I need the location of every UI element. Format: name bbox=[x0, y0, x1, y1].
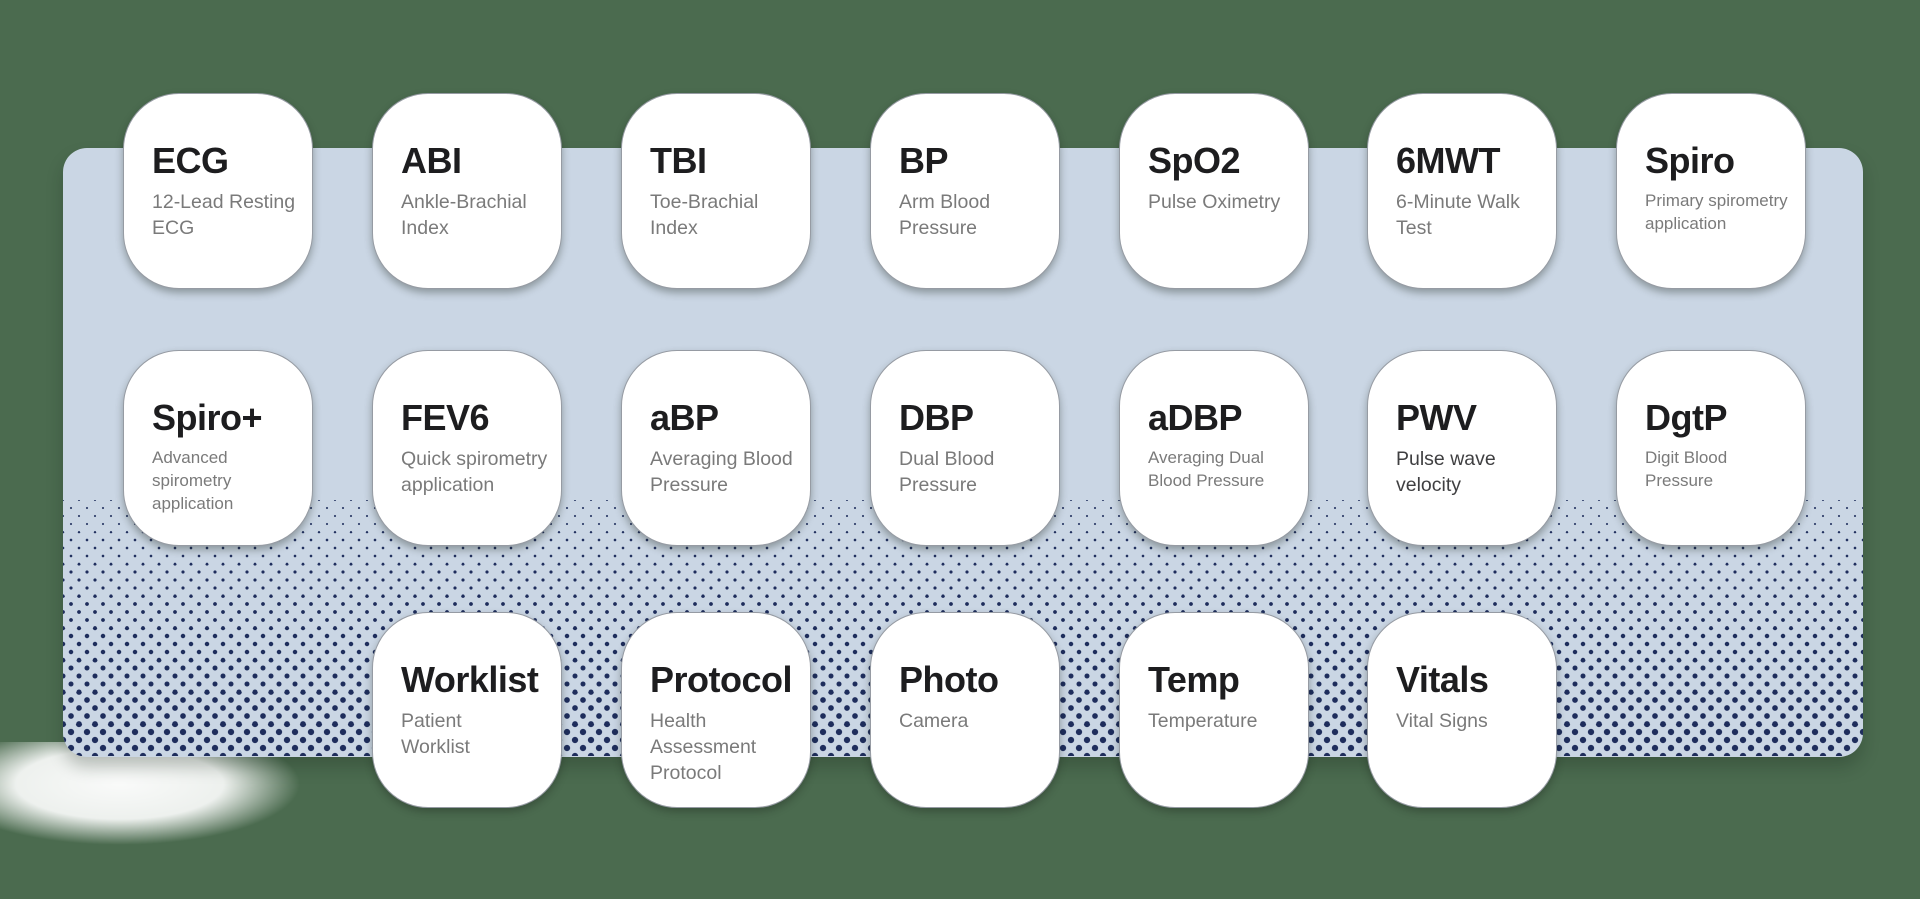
app-tile-subtitle: Camera bbox=[899, 710, 969, 732]
app-tile-subtitle: Health Assessment Protocol bbox=[650, 710, 757, 784]
app-tile-bp[interactable]: BP Arm Blood Pressure bbox=[870, 93, 1060, 289]
app-tile-subtitle: Pulse Oximetry bbox=[1148, 191, 1281, 213]
app-tile-adbp[interactable]: aDBP Averaging Dual Blood Pressure bbox=[1119, 350, 1309, 546]
app-tile-subtitle: Averaging Blood Pressure bbox=[650, 448, 793, 496]
app-tile-worklist[interactable]: Worklist Patient Worklist bbox=[372, 612, 562, 808]
app-tile-title: Spiro+ bbox=[152, 397, 263, 438]
app-tile-title: BP bbox=[899, 140, 949, 181]
app-tile-subtitle: Ankle-Brachial Index bbox=[401, 191, 527, 239]
app-tile-spiro-plus[interactable]: Spiro+ Advanced spirometry application bbox=[123, 350, 313, 546]
panel-corner-white-fade bbox=[0, 742, 380, 892]
app-tile-subtitle: 12-Lead Resting ECG bbox=[152, 191, 296, 239]
app-tile-title: TBI bbox=[650, 140, 707, 181]
app-tile-spiro[interactable]: Spiro Primary spirometry application bbox=[1616, 93, 1806, 289]
app-tile-abi[interactable]: ABI Ankle-Brachial Index bbox=[372, 93, 562, 289]
app-tile-subtitle: Patient Worklist bbox=[401, 710, 470, 758]
app-tile-title: DgtP bbox=[1645, 397, 1728, 438]
app-tile-protocol[interactable]: Protocol Health Assessment Protocol bbox=[621, 612, 811, 808]
app-tile-tbi[interactable]: TBI Toe-Brachial Index bbox=[621, 93, 811, 289]
app-tile-title: 6MWT bbox=[1396, 140, 1500, 181]
app-tile-title: PWV bbox=[1396, 397, 1477, 438]
app-tile-temp[interactable]: Temp Temperature bbox=[1119, 612, 1309, 808]
app-tile-title: ECG bbox=[152, 140, 229, 181]
app-tile-title: Spiro bbox=[1645, 140, 1735, 181]
app-tile-spo2[interactable]: SpO2 Pulse Oximetry bbox=[1119, 93, 1309, 289]
app-tile-title: DBP bbox=[899, 397, 974, 438]
app-tile-title: Vitals bbox=[1396, 659, 1489, 700]
app-tile-title: Temp bbox=[1148, 659, 1240, 700]
app-tile-pwv[interactable]: PWV Pulse wave velocity bbox=[1367, 350, 1557, 546]
app-tile-title: Protocol bbox=[650, 659, 793, 700]
app-tile-subtitle: Primary spirometry application bbox=[1645, 191, 1788, 233]
app-tile-title: Worklist bbox=[401, 659, 539, 700]
app-tile-title: aDBP bbox=[1148, 397, 1243, 438]
app-tile-dgtp[interactable]: DgtP Digit Blood Pressure bbox=[1616, 350, 1806, 546]
app-tile-ecg[interactable]: ECG 12-Lead Resting ECG bbox=[123, 93, 313, 289]
halftone-band bbox=[63, 564, 1863, 596]
app-tile-subtitle: Averaging Dual Blood Pressure bbox=[1148, 448, 1265, 490]
app-tile-subtitle: Digit Blood Pressure bbox=[1645, 448, 1728, 490]
app-tile-6mwt[interactable]: 6MWT 6-Minute Walk Test bbox=[1367, 93, 1557, 289]
app-tile-title: Photo bbox=[899, 659, 999, 700]
app-tile-subtitle: 6-Minute Walk Test bbox=[1396, 191, 1520, 239]
app-tile-subtitle: Vital Signs bbox=[1396, 710, 1488, 732]
app-tile-title: FEV6 bbox=[401, 397, 490, 438]
app-tile-abp[interactable]: aBP Averaging Blood Pressure bbox=[621, 350, 811, 546]
app-tile-subtitle: Pulse wave velocity bbox=[1396, 448, 1496, 496]
app-tile-vitals[interactable]: Vitals Vital Signs bbox=[1367, 612, 1557, 808]
app-tile-subtitle: Quick spirometry application bbox=[401, 448, 548, 496]
app-tile-subtitle: Toe-Brachial Index bbox=[650, 191, 759, 239]
app-tile-fev6[interactable]: FEV6 Quick spirometry application bbox=[372, 350, 562, 546]
app-tile-subtitle: Temperature bbox=[1148, 710, 1258, 732]
app-tile-dbp[interactable]: DBP Dual Blood Pressure bbox=[870, 350, 1060, 546]
app-tile-subtitle: Advanced spirometry application bbox=[152, 448, 234, 513]
app-tile-title: SpO2 bbox=[1148, 140, 1241, 181]
app-tile-title: aBP bbox=[650, 397, 719, 438]
app-tile-title: ABI bbox=[401, 140, 462, 181]
app-tile-photo[interactable]: Photo Camera bbox=[870, 612, 1060, 808]
app-tile-subtitle: Dual Blood Pressure bbox=[899, 448, 995, 496]
app-tile-subtitle: Arm Blood Pressure bbox=[899, 191, 991, 239]
